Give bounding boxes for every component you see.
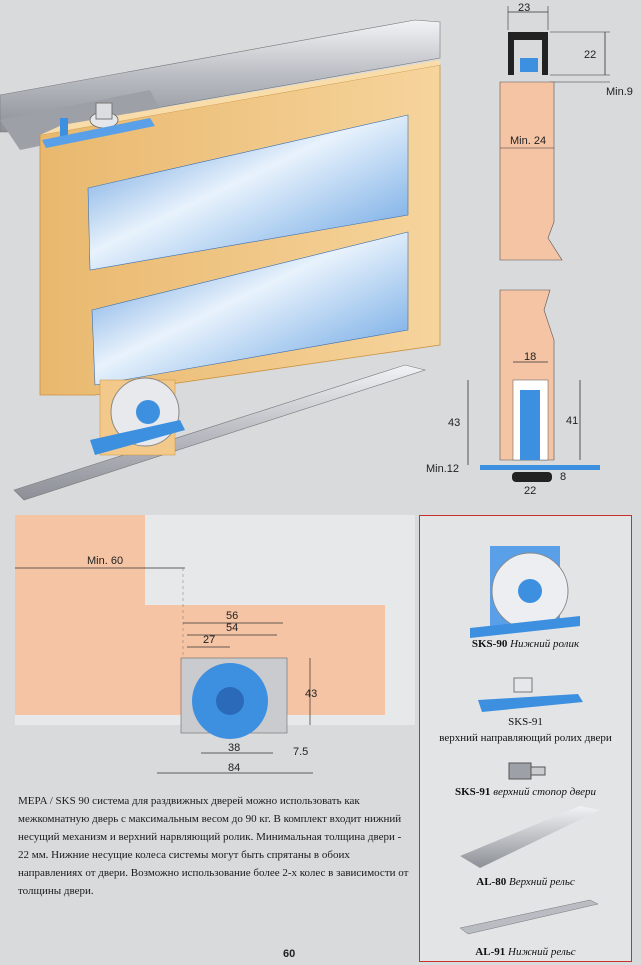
glass-pane-bottom	[91, 231, 409, 386]
dim-min24: Min. 24	[510, 135, 546, 147]
floor-plan-section: Min. 60 56 54 27 43 38 7.5 84	[15, 515, 415, 774]
dim-43: 43	[448, 417, 460, 429]
door-illustration	[0, 19, 441, 501]
dim-22b: 22	[524, 485, 536, 497]
sks91-stopper-image	[508, 762, 546, 780]
product-al91: AL-91 Нижний рельс	[475, 946, 576, 958]
product-list: SKS-90 Нижний ролик SKS-91 верхний напра…	[419, 515, 632, 962]
bottom-rail	[13, 364, 427, 501]
dim-23: 23	[518, 2, 530, 14]
product-al80: AL-80 Верхний рельс	[476, 876, 575, 888]
sks90-image	[470, 546, 580, 638]
dim-18: 18	[524, 351, 536, 363]
top-profile-section: 23 22 Min.9 Min. 24	[499, 2, 633, 261]
product-sks90: SKS-90 Нижний ролик	[471, 638, 580, 650]
dim-41: 41	[566, 415, 578, 427]
dim-54: 54	[226, 622, 238, 634]
al91-rail-image	[460, 899, 599, 935]
dim-38: 38	[228, 742, 240, 754]
dim-84: 84	[228, 762, 240, 774]
dim-8: 8	[560, 471, 566, 483]
dim-43c: 43	[305, 688, 317, 700]
bottom-profile-section: 18 43 41 Min.12 8 22	[426, 289, 600, 497]
product-sks91-name: SKS-91	[508, 716, 543, 728]
product-sks91-stopper: SKS-91 верхний стопор двери	[454, 786, 597, 798]
dim-56: 56	[226, 610, 238, 622]
dim-min12: Min.12	[426, 463, 459, 475]
product-description: MEPA / SKS 90 система для раздвижных две…	[18, 795, 409, 897]
page-number: 60	[283, 948, 296, 960]
al80-rail-image	[460, 806, 600, 868]
product-sks91-desc: верхний направляющий ролих двери	[439, 732, 612, 744]
dim-7-5: 7.5	[293, 746, 308, 758]
dim-min60: Min. 60	[87, 555, 123, 567]
dim-min9: Min.9	[606, 86, 633, 98]
dim-27: 27	[203, 634, 215, 646]
sks91-roller-image	[478, 677, 583, 712]
glass-pane-top	[87, 114, 409, 271]
dim-22: 22	[584, 49, 596, 61]
